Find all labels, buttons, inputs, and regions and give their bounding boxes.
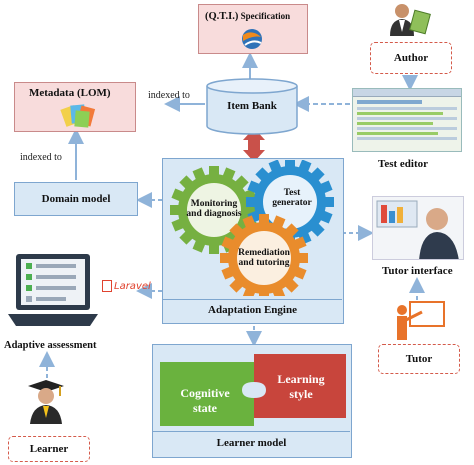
domain-model-label: Domain model: [41, 193, 111, 205]
learning-style-label: Learning style: [277, 372, 325, 401]
tutor-interface-label: Tutor interface: [382, 265, 453, 277]
item-bank-cylinder: [206, 78, 298, 135]
assessment-laptop-icon: [8, 254, 98, 326]
test-editor-label: Test editor: [378, 158, 429, 170]
gears-group: [170, 160, 334, 296]
tutor-at-screen-icon: [376, 200, 459, 259]
tutor-interface-image: [372, 196, 464, 260]
qti-specification-box: (Q.T.I.) Specification: [198, 4, 308, 54]
gear-monitoring-label: Monitoring and diagnosis: [186, 199, 242, 220]
learner-model-label: Learner model: [216, 437, 287, 449]
tutor-label: Tutor: [405, 353, 433, 365]
author-box: Author: [370, 42, 452, 74]
laravel-icon: [102, 280, 112, 292]
learner-label: Learner: [29, 443, 69, 455]
cognitive-state-label: Cognitive state: [180, 386, 230, 415]
indexed-to-label-2: indexed to: [20, 152, 62, 163]
gear-remediation-icon: [220, 214, 308, 296]
metadata-label: Metadata (LOM): [29, 87, 111, 99]
tutor-box: Tutor: [378, 344, 460, 374]
learner-model-puzzle: [160, 354, 346, 426]
item-bank-label: Item Bank: [227, 100, 277, 112]
indexed-to-label-1: indexed to: [148, 90, 190, 101]
laravel-label: Laravel: [114, 281, 151, 292]
author-person-icon: [390, 4, 431, 36]
qti-globe-icon: [242, 29, 262, 49]
laravel-logo: Laravel: [102, 280, 151, 292]
tutor-teacher-icon: [397, 301, 445, 340]
metadata-box: Metadata (LOM): [14, 82, 136, 132]
qti-title: (Q.T.I.) Specification: [205, 11, 290, 22]
adaptive-assessment-label: Adaptive assessment: [4, 340, 97, 351]
qti-label-main: (Q.T.I.): [205, 11, 239, 22]
adaptation-engine-label: Adaptation Engine: [208, 304, 297, 316]
gear-test-generator-icon: [246, 160, 334, 246]
learner-graduate-icon: [28, 380, 64, 424]
test-editor-screenshot: [352, 88, 462, 152]
domain-model-box: Domain model: [14, 182, 138, 216]
gear-test-generator-label: Test generator: [272, 188, 312, 209]
cognitive-state-puzzle-piece: [160, 362, 254, 426]
author-label: Author: [393, 52, 429, 64]
learner-box: Learner: [8, 436, 90, 462]
learning-style-puzzle-piece: [254, 354, 346, 418]
qti-label-sub: Specification: [238, 11, 291, 21]
gear-remediation-label: Remediation and tutoring: [238, 248, 290, 269]
metadata-tags-icon: [60, 104, 96, 128]
